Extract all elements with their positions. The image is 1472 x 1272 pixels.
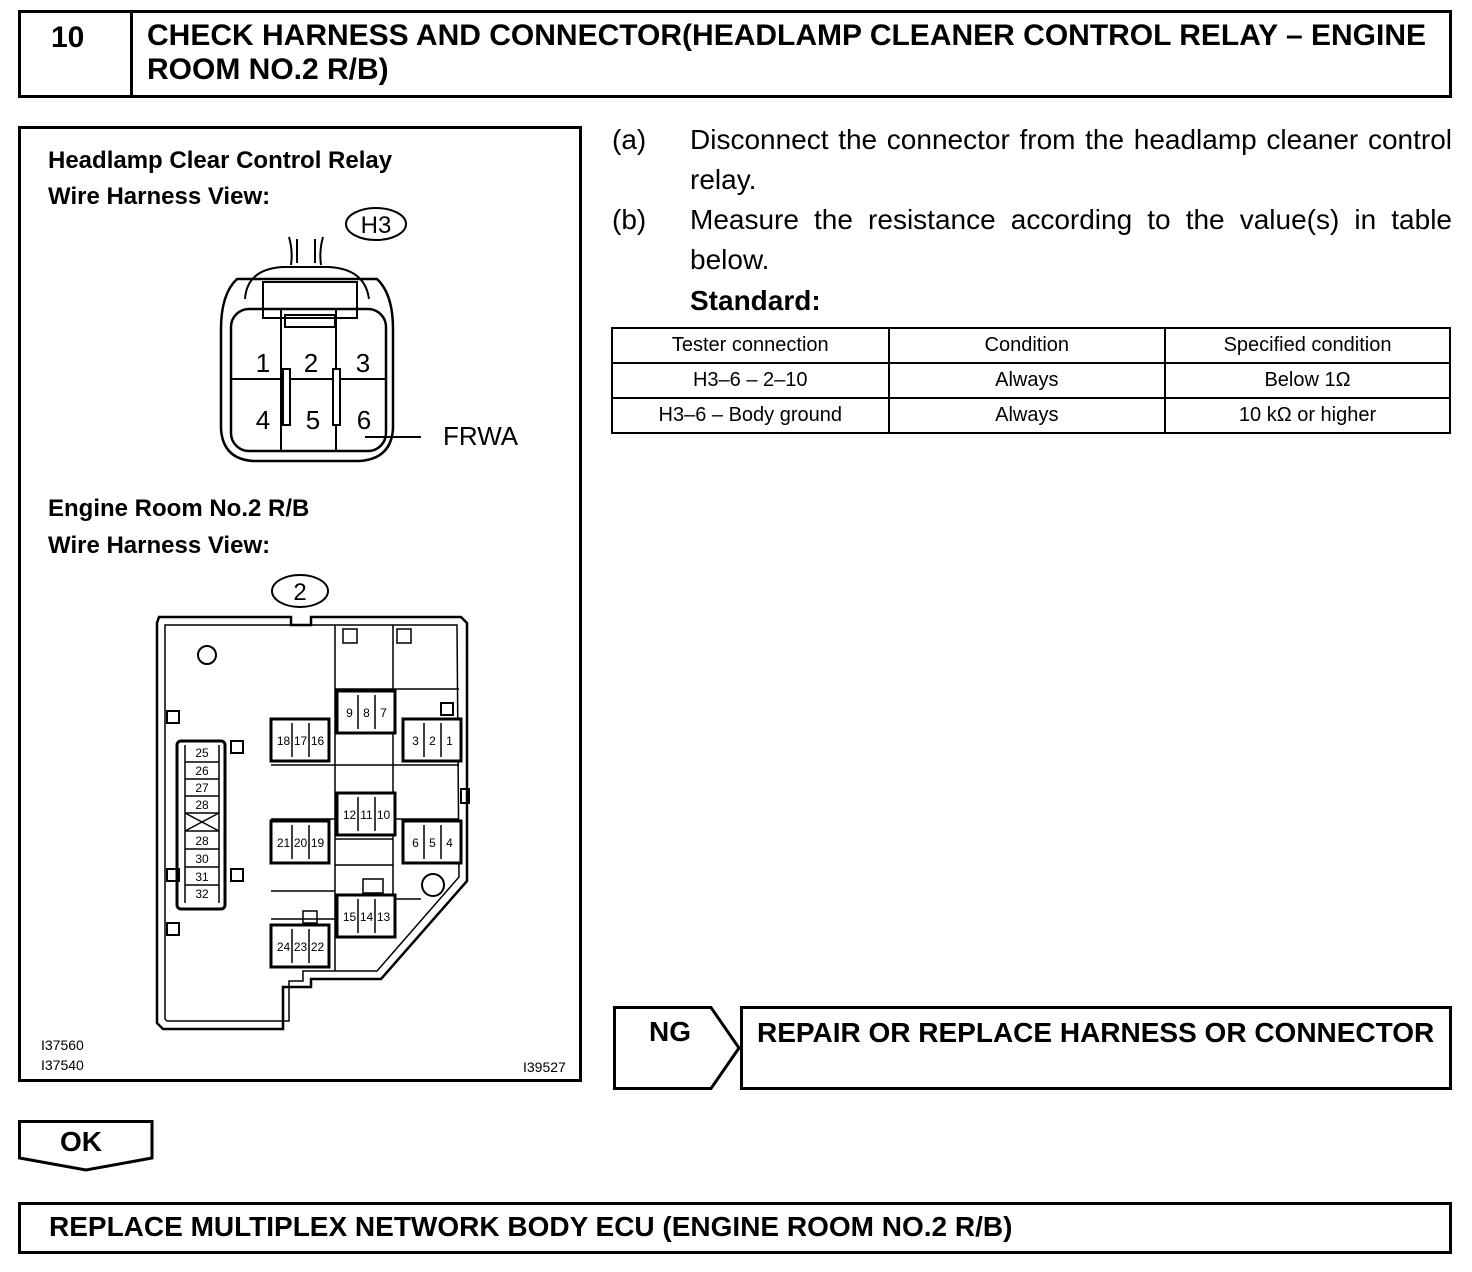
- ng-branch: NG: [613, 1006, 743, 1090]
- ng-arrow-shape: [613, 1006, 741, 1090]
- rb-pin: 31: [195, 870, 209, 884]
- relay-pin: 1: [256, 348, 270, 378]
- rb-pin: 1: [446, 734, 453, 748]
- relay-title: Headlamp Clear Control Relay: [48, 147, 393, 174]
- rb-pin: 28: [195, 834, 209, 848]
- table-cell: H3–6 – Body ground: [611, 397, 890, 434]
- step-header: 10 CHECK HARNESS AND CONNECTOR(HEADLAMP …: [18, 10, 1452, 98]
- spec-table: Tester connection Condition Specified co…: [611, 327, 1451, 434]
- relay-pin: 6: [357, 405, 371, 435]
- rb-pin: 3: [412, 734, 419, 748]
- rb-title: Engine Room No.2 R/B: [48, 495, 310, 522]
- wiring-figure: Headlamp Clear Control Relay Wire Harnes…: [18, 126, 582, 1082]
- relay-pin: 2: [304, 348, 318, 378]
- rb-pin: 24: [277, 940, 291, 954]
- rb-pin: 8: [363, 706, 370, 720]
- ok-label: OK: [60, 1126, 102, 1157]
- relay-pin: 4: [256, 405, 270, 435]
- instruction-text: Measure the resistance according to the …: [690, 204, 1452, 275]
- instruction-text: Disconnect the connector from the headla…: [690, 124, 1452, 195]
- rb-pin: 10: [377, 808, 391, 822]
- table-row: H3–6 – 2–10 Always Below 1Ω: [611, 362, 1451, 399]
- table-cell: H3–6 – 2–10: [611, 362, 890, 399]
- rb-connector-block: [335, 893, 397, 939]
- rb-pin: 23: [294, 940, 308, 954]
- ok-arrow-shape: [18, 1120, 154, 1172]
- figure-ref-id: I37560: [41, 1037, 84, 1053]
- rb-connector-block: [335, 689, 397, 735]
- rb-pin: 20: [294, 836, 308, 850]
- rb-pin: 16: [311, 734, 325, 748]
- table-header-row: Tester connection Condition Specified co…: [611, 327, 1451, 364]
- rb-connector-block: [269, 717, 331, 763]
- figure-ref-id: I37540: [41, 1057, 84, 1073]
- rb-pin: 21: [277, 836, 291, 850]
- rb-pin: 6: [412, 836, 419, 850]
- relay-view-label: Wire Harness View:: [48, 183, 271, 210]
- rb-pin: 25: [195, 746, 209, 760]
- step-title: CHECK HARNESS AND CONNECTOR(HEADLAMP CLE…: [147, 19, 1427, 86]
- rb-pin: 18: [277, 734, 291, 748]
- rb-pin: 22: [311, 940, 325, 954]
- instruction-letter: (a): [612, 124, 647, 155]
- relay-connector-id-oval: [345, 207, 407, 241]
- rb-pin: 30: [195, 852, 209, 866]
- rb-pin: 27: [195, 781, 209, 795]
- table-header: Tester connection: [611, 327, 890, 364]
- rb-connector-block: [335, 791, 397, 837]
- rb-connector-block: [401, 819, 463, 865]
- final-action-text: REPLACE MULTIPLEX NETWORK BODY ECU (ENGI…: [49, 1211, 1013, 1242]
- rb-pin: 15: [343, 910, 357, 924]
- rb-connector-block: [401, 717, 463, 763]
- rb-pin: 7: [380, 706, 387, 720]
- rb-connector-block: [269, 819, 331, 865]
- ng-action-box: REPAIR OR REPLACE HARNESS OR CONNECTOR: [740, 1006, 1452, 1090]
- table-row: H3–6 – Body ground Always 10 kΩ or highe…: [611, 397, 1451, 434]
- table-cell: Below 1Ω: [1164, 362, 1451, 399]
- rb-pin: 26: [195, 764, 209, 778]
- rb-pin: 4: [446, 836, 453, 850]
- rb-pin: 9: [346, 706, 353, 720]
- rb-connector-id: 2: [293, 579, 306, 606]
- rb-pin: 11: [360, 808, 373, 822]
- table-cell: Always: [887, 362, 1167, 399]
- rb-pin: 14: [360, 910, 374, 924]
- table-cell: 10 kΩ or higher: [1164, 397, 1451, 434]
- rb-connector-id-oval: [271, 574, 329, 608]
- relay-wire-label: FRWA: [443, 421, 519, 451]
- rb-view-label: Wire Harness View:: [48, 532, 271, 559]
- ng-label: NG: [649, 1016, 691, 1047]
- rb-pin: 2: [429, 734, 436, 748]
- rb-pin: 17: [294, 734, 308, 748]
- relay-pin: 3: [356, 348, 370, 378]
- instruction-letter: (b): [612, 204, 647, 235]
- table-cell: Always: [887, 397, 1167, 434]
- rb-connector-block: [269, 923, 331, 969]
- standard-label: Standard:: [690, 285, 821, 316]
- rb-pin: 32: [195, 887, 209, 901]
- table-header: Specified condition: [1164, 327, 1451, 364]
- step-number: 10: [21, 13, 133, 95]
- connector-diagrams: 1 2 3 4 5 6 H3 FRWA 2 25 26 27 28 28 30 …: [155, 207, 519, 1031]
- ng-action-text: REPAIR OR REPLACE HARNESS OR CONNECTOR: [757, 1017, 1435, 1048]
- table-header: Condition: [887, 327, 1167, 364]
- rb-pin: 28: [195, 798, 209, 812]
- rb-pin: 13: [377, 910, 391, 924]
- rb-pin: 5: [429, 836, 436, 850]
- figure-ref-id: I39527: [523, 1059, 566, 1075]
- rb-pin: 12: [343, 808, 357, 822]
- rb-pin: 19: [311, 836, 325, 850]
- relay-pin: 5: [306, 405, 320, 435]
- final-action-box: REPLACE MULTIPLEX NETWORK BODY ECU (ENGI…: [18, 1202, 1452, 1254]
- relay-connector-id: H3: [361, 212, 392, 239]
